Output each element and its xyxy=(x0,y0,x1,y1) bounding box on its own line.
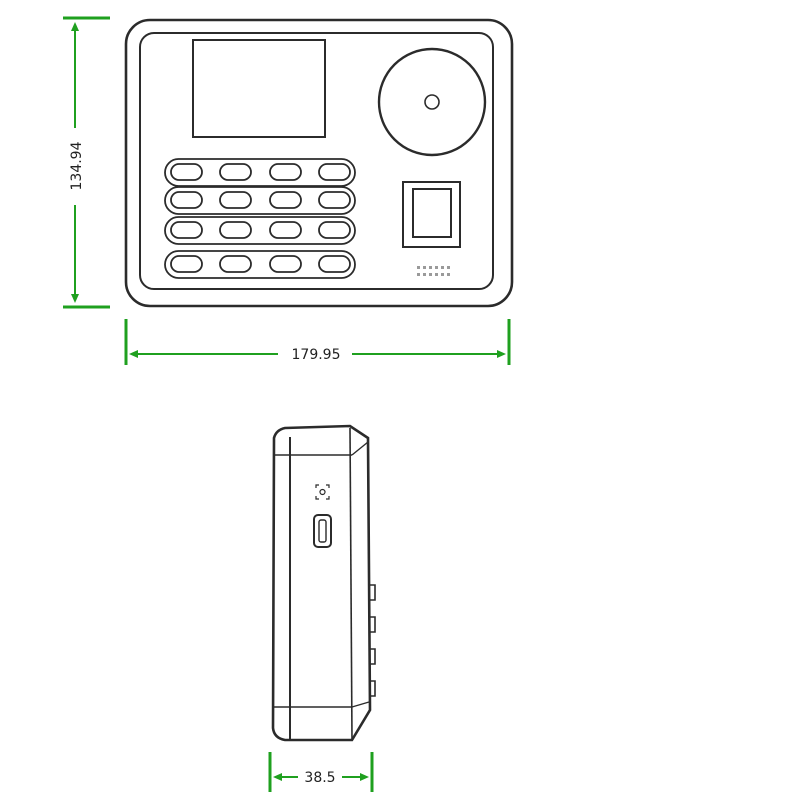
key xyxy=(219,255,252,273)
key xyxy=(219,163,252,181)
key xyxy=(318,163,351,181)
front-inner-bezel xyxy=(139,32,494,290)
key xyxy=(318,191,351,209)
height-dimension-label: 134.94 xyxy=(69,141,85,190)
reset-button-icon xyxy=(315,484,330,500)
key xyxy=(170,191,203,209)
connector xyxy=(370,616,376,633)
fingerprint-sensor-inner xyxy=(412,188,452,238)
palm-sensor-circle xyxy=(377,47,487,157)
side-rear-panel-line xyxy=(349,427,353,741)
front-view xyxy=(124,18,514,308)
depth-dimension xyxy=(268,752,374,792)
key xyxy=(170,255,203,273)
key xyxy=(269,221,302,239)
usb-port-outer xyxy=(313,514,332,548)
keypad-row-4 xyxy=(164,250,356,279)
display-screen xyxy=(192,39,326,138)
key xyxy=(219,191,252,209)
key xyxy=(170,163,203,181)
key xyxy=(269,163,302,181)
key xyxy=(269,255,302,273)
keypad-row-3 xyxy=(164,216,356,245)
fingerprint-sensor-outer xyxy=(402,181,461,248)
width-dimension-label: 179.95 xyxy=(292,347,341,363)
height-dimension xyxy=(63,16,110,309)
key xyxy=(318,255,351,273)
connector xyxy=(370,584,376,601)
key xyxy=(219,221,252,239)
key xyxy=(170,221,203,239)
keypad-row-2 xyxy=(164,186,356,215)
keypad xyxy=(164,158,356,279)
keypad-row-1 xyxy=(164,158,356,187)
key xyxy=(269,191,302,209)
width-dimension xyxy=(124,319,511,365)
camera-lens-icon xyxy=(424,94,440,110)
side-view xyxy=(271,424,376,742)
key xyxy=(318,221,351,239)
front-outer-housing xyxy=(124,18,514,308)
rear-connectors xyxy=(370,584,376,697)
usb-port-inner xyxy=(318,519,327,543)
connector xyxy=(370,648,376,665)
speaker-grille-icon xyxy=(417,266,450,276)
side-outer-shell xyxy=(271,424,372,742)
depth-dimension-label: 38.5 xyxy=(304,770,335,786)
connector xyxy=(370,680,376,697)
